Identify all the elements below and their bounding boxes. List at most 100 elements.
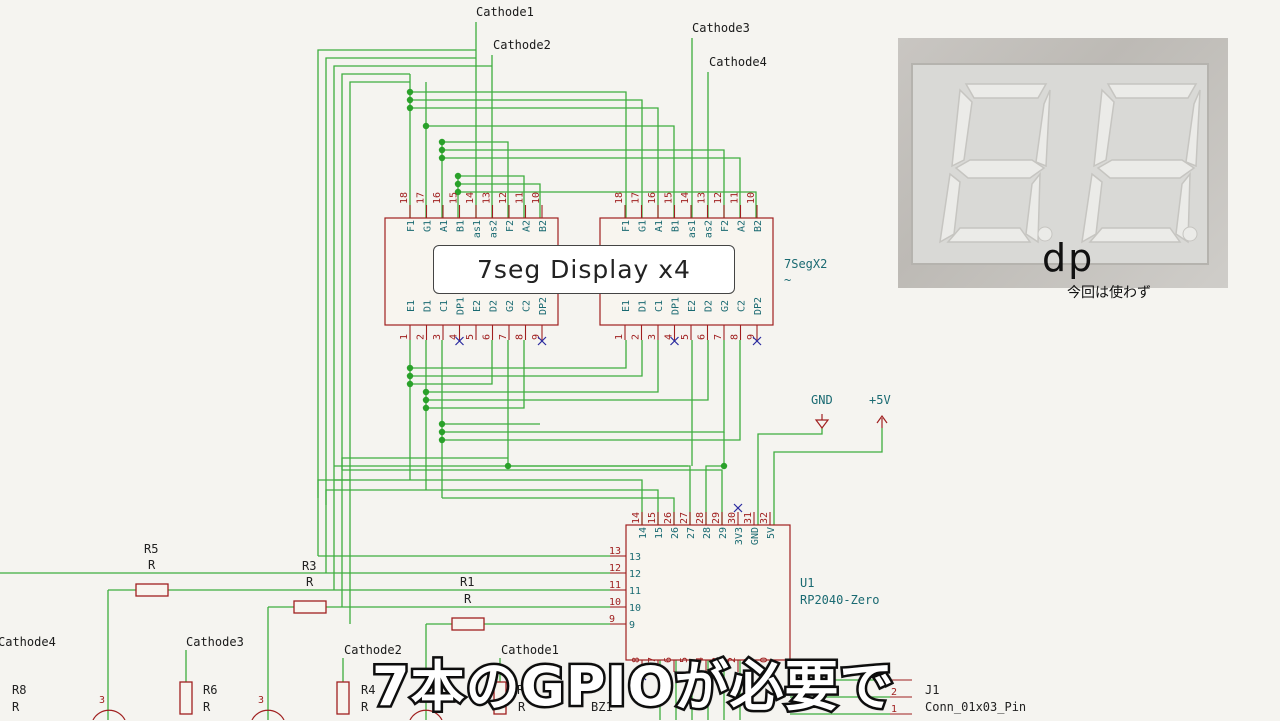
gnd-symbol[interactable] [814,414,830,429]
mcu-top-pin-number: 31 [743,512,754,524]
cathode4-label: Cathode4 [709,55,767,69]
j1-ref: J1 [925,683,939,697]
display-bottom-pin-name: DP1 [456,297,467,315]
display-top-pin-name: as1 [687,220,698,238]
mcu-left-pin-number: 11 [609,580,621,591]
display-bottom-pin-number: 4 [664,334,675,340]
r1-value: R [464,592,472,606]
seven-seg-photo-drawing [911,63,1209,265]
vcc-symbol[interactable] [876,414,888,428]
j1-pin-1: 1 [891,704,897,715]
display-bottom-pin-name: D1 [638,300,649,312]
display-bottom-pin-name: G2 [505,300,516,312]
display-bottom-pin-name: E2 [687,300,698,312]
mcu-bottom-pin-number: 3 [711,657,722,663]
display-bottom-pin-number: 6 [482,334,493,340]
display-bottom-pin-number: 3 [432,334,443,340]
q-pin-3-b: 3 [258,695,264,706]
display-top-pin-number: 15 [664,192,675,204]
mcu-bottom-pin-number: 1 [743,657,754,663]
mcu-bottom-pin-number: 4 [695,657,706,663]
rp2040-zero-module[interactable] [625,524,791,661]
mcu-bottom-pin-number: 7 [647,657,658,663]
r3-value: R [306,575,314,589]
display-top-pin-name: B2 [753,220,764,232]
r8-value: R [12,700,20,714]
display-bottom-pin-name: DP2 [538,297,549,315]
mcu-top-pin-number: 14 [631,512,642,524]
display-top-pin-name: A2 [522,220,533,232]
display-top-pin-number: 16 [432,192,443,204]
display-top-pin-name: B2 [538,220,549,232]
display-top-pin-name: A2 [737,220,748,232]
display-top-pin-number: 13 [482,192,493,204]
vcc-label: +5V [869,393,891,407]
q-pin-3-a: 3 [99,695,105,706]
resistor-r3[interactable] [293,600,327,614]
mcu-left-pin-name: 10 [629,603,641,614]
mcu-top-pin-number: 15 [647,512,658,524]
display-bottom-pin-number: 9 [531,334,542,340]
mcu-top-pin-number: 28 [695,512,706,524]
j1-value: Conn_01x03_Pin [925,700,1026,714]
mcu-top-pin-name: 3V3 [734,527,745,545]
resistor-r6[interactable] [179,650,193,715]
bz1-ref: BZ1 [591,700,613,714]
display-top-pin-number: 17 [631,192,642,204]
r2-value: R [518,700,526,714]
r6-ref: R6 [203,683,217,697]
display-bottom-pin-number: 5 [680,334,691,340]
mcu-top-pin-number: 27 [679,512,690,524]
connector-j1[interactable] [890,679,912,715]
display-title-box: 7seg Display x4 [433,245,735,294]
display-bottom-pin-name: C1 [439,300,450,312]
no-connect-mark [537,336,547,346]
display-bottom-pin-name: D1 [423,300,434,312]
display-bottom-pin-number: 8 [515,334,526,340]
display-bottom-pin-number: 7 [713,334,724,340]
display-top-pin-name: B1 [671,220,682,232]
mcu-bottom-pin-number: 2 [727,657,738,663]
cathode3-label: Cathode3 [692,21,750,35]
display-value: ~ [784,273,791,287]
r8-ref: R8 [12,683,26,697]
no-connect-mark [752,336,762,346]
display-bottom-pin-name: C2 [737,300,748,312]
display-bottom-pin-number: 2 [416,334,427,340]
mcu-left-pin-name: 9 [629,620,635,631]
display-bottom-pin-number: 9 [746,334,757,340]
cathode2-label: Cathode2 [493,38,551,52]
display-top-pin-number: 18 [399,192,410,204]
display-bottom-pin-number: 8 [730,334,741,340]
display-top-pin-name: B1 [456,220,467,232]
r3-ref: R3 [302,559,316,573]
mcu-top-pin-name: 26 [670,527,681,539]
display-top-pin-name: G1 [638,220,649,232]
resistor-r1[interactable] [451,617,485,631]
display-top-pin-name: G1 [423,220,434,232]
display-pin-layer: 18F11E117G12D116A13C115B14DP114as15E213a… [399,192,764,346]
mcu-top-pin-name: GND [750,527,761,545]
display-top-pin-number: 10 [746,192,757,204]
mcu-top-pin-number: 26 [663,512,674,524]
junction-layer [406,88,728,470]
mcu-left-pin-name: 11 [629,586,641,597]
display-top-pin-name: A1 [654,220,665,232]
display-bottom-pin-number: 4 [449,334,460,340]
r6-value: R [203,700,211,714]
display-top-pin-number: 12 [713,192,724,204]
bottom-cathode1-label: Cathode1 [501,643,559,657]
no-connect-mark [670,336,679,346]
mcu-bottom-pin-number: 6 [663,657,674,663]
mcu-top-pin-name: 14 [638,527,649,539]
resistor-r2[interactable] [493,658,507,715]
mcu-left-pin-number: 13 [609,546,621,557]
mcu-top-pin-number: 29 [711,512,722,524]
display-top-pin-number: 14 [465,192,476,204]
resistor-r4[interactable] [336,658,350,715]
mcu-left-pin-name: 12 [629,569,641,580]
mcu-left-pin-number: 10 [609,597,621,608]
display-bottom-pin-number: 5 [465,334,476,340]
mcu-left-pin-name: 13 [629,552,641,563]
resistor-r5[interactable] [135,583,169,597]
